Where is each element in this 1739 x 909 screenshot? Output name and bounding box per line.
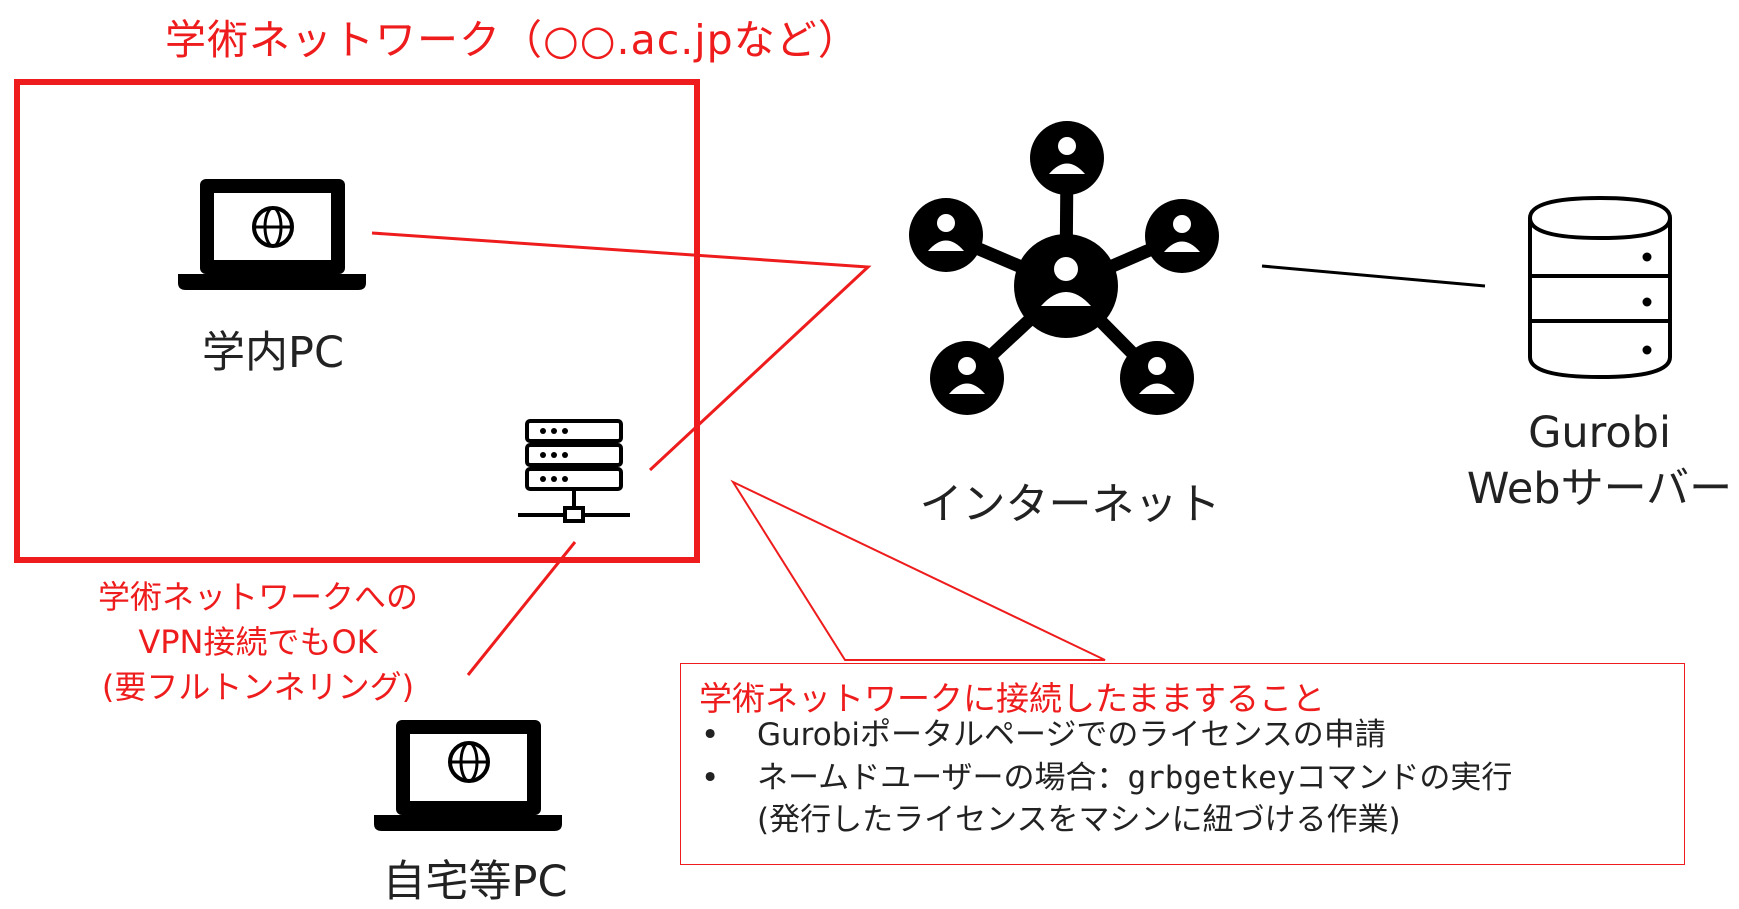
list-item: •ネームドユーザーの場合：grbgetkeyコマンドの実行 [701, 760, 1513, 796]
home-pc-label: 自宅等PC [382, 857, 568, 907]
list-item: •Gurobiポータルページでのライセンスの申請 [701, 717, 1386, 753]
vpn-note-line3: (要フルトンネリング) [101, 668, 415, 706]
internet-to-gurobi-line [1261, 264, 1486, 288]
internet-hub-icon [909, 121, 1219, 415]
network-server-icon [518, 419, 630, 523]
callout-pointer [730, 479, 1106, 661]
diagram-title: 学術ネットワーク（○○.ac.jpなど） [165, 16, 860, 64]
callout-item-2-suffix: コマンドの実行 [1295, 760, 1513, 796]
campus-to-internet-line [371, 231, 872, 472]
gurobi-label-line1: Gurobi [1528, 408, 1671, 458]
academic-network-boundary [14, 79, 700, 563]
vpn-line [466, 541, 577, 676]
callout-item-2-prefix: ネームドユーザーの場合： [757, 760, 1128, 796]
gurobi-server-label: Gurobi Webサーバー [1460, 405, 1739, 517]
callout-item-2-continuation: (発行したライセンスをマシンに紐づける作業) [757, 802, 1401, 838]
internet-label: インターネット [919, 480, 1221, 530]
campus-pc-label: 学内PC [202, 328, 344, 378]
callout-item-1: Gurobiポータルページでのライセンスの申請 [757, 717, 1386, 753]
vpn-note-line1: 学術ネットワークへの [97, 578, 418, 616]
callout-box: 学術ネットワークに接続したまますること •Gurobiポータルページでのライセン… [680, 663, 1685, 865]
database-server-icon [1528, 195, 1672, 380]
callout-list: •Gurobiポータルページでのライセンスの申請 •ネームドユーザーの場合：gr… [701, 714, 1512, 840]
laptop-globe-icon [178, 179, 366, 290]
vpn-note-line2: VPN接続でもOK [138, 623, 378, 661]
grbgetkey-command: grbgetkey [1127, 760, 1296, 796]
vpn-note: 学術ネットワークへの VPN接続でもOK (要フルトンネリング) [48, 575, 468, 710]
callout-heading: 学術ネットワークに接続したまますること [699, 679, 1326, 718]
gurobi-label-line2: Webサーバー [1466, 464, 1733, 514]
laptop-globe-icon [374, 720, 562, 831]
